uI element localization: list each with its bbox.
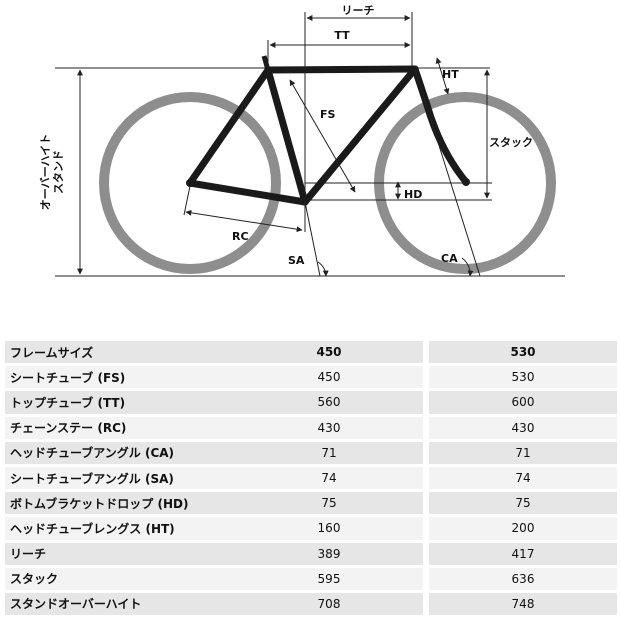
geometry-spec-table: フレームサイズ 450 530 シートチューブ (FS) 450 530 トップ… [5, 341, 617, 619]
row-value-450: 560 [235, 391, 423, 417]
table-row: スタック 595 636 [5, 567, 617, 593]
row-value-530: 417 [429, 542, 617, 568]
fs-dim-line [289, 79, 356, 193]
row-value-530: 636 [429, 567, 617, 593]
rc-dim-line [185, 209, 303, 233]
bike-frame [186, 65, 470, 206]
row-value-530: 430 [429, 416, 617, 442]
row-value-530: 74 [429, 466, 617, 493]
row-value-450: 71 [235, 441, 423, 467]
table-row: ボトムブラケットドロップ (HD) 75 75 [5, 492, 617, 518]
row-value-450: 389 [235, 542, 423, 568]
row-label: リーチ [5, 542, 235, 568]
standover-label-line1: スタンド [52, 150, 65, 194]
standover-label-line2: オーバーハイト [39, 134, 52, 210]
row-label: ヘッドチューブレングス (HT) [5, 517, 235, 543]
row-label: スタンドオーバーハイト [5, 592, 235, 619]
ca-label: CA [441, 252, 458, 265]
row-label: スタック [5, 567, 235, 593]
header-size-530: 530 [429, 341, 617, 367]
table-row: スタンドオーバーハイト 708 748 [5, 592, 617, 619]
row-value-450: 74 [235, 466, 423, 493]
header-label: フレームサイズ [5, 341, 235, 367]
table-header-row: フレームサイズ 450 530 [5, 341, 617, 367]
sa-arc [317, 261, 329, 277]
table-row: リーチ 389 417 [5, 542, 617, 568]
rc-ext-rear [183, 185, 191, 216]
row-label: ヘッドチューブアングル (CA) [5, 441, 235, 467]
front-axle [462, 178, 470, 186]
row-value-450: 595 [235, 567, 423, 593]
ca-ext [414, 68, 481, 277]
tt-label: TT [334, 29, 350, 42]
stack-label: スタック [489, 136, 533, 149]
row-label: ボトムブラケットドロップ (HD) [5, 492, 235, 518]
ht-label: HT [442, 68, 459, 81]
rear-axle [186, 179, 194, 187]
reach-label: リーチ [342, 4, 375, 17]
row-value-450: 160 [235, 517, 423, 543]
ca-arc [461, 257, 474, 277]
row-value-450: 430 [235, 416, 423, 442]
row-label: チェーンステー (RC) [5, 416, 235, 442]
ht-dim-line [435, 57, 450, 95]
seat-post [261, 55, 271, 71]
row-value-530: 75 [429, 492, 617, 518]
table-row: シートチューブ (FS) 450 530 [5, 366, 617, 392]
row-value-450: 708 [235, 592, 423, 619]
table-row: ヘッドチューブレングス (HT) 160 200 [5, 517, 617, 543]
table-row: シートチューブアングル (SA) 74 74 [5, 466, 617, 493]
row-label: トップチューブ (TT) [5, 391, 235, 417]
sa-label: SA [288, 254, 305, 267]
fs-label: FS [320, 108, 336, 121]
row-value-530: 748 [429, 592, 617, 619]
row-value-530: 530 [429, 366, 617, 392]
rc-label: RC [232, 230, 249, 243]
row-value-530: 71 [429, 441, 617, 467]
bike-geometry-diagram: リーチ TT HT FS スタック HD RC SA CA スタンド オーバーハ… [39, 4, 565, 277]
hd-label: HD [404, 188, 422, 201]
table-row: ヘッドチューブアングル (CA) 71 71 [5, 441, 617, 467]
row-value-450: 75 [235, 492, 423, 518]
table-row: チェーンステー (RC) 430 430 [5, 416, 617, 442]
row-value-530: 600 [429, 391, 617, 417]
row-value-450: 450 [235, 366, 423, 392]
row-value-530: 200 [429, 517, 617, 543]
table-row: トップチューブ (TT) 560 600 [5, 391, 617, 417]
row-label: シートチューブアングル (SA) [5, 466, 235, 493]
rear-wheel [99, 92, 281, 274]
header-size-450: 450 [235, 341, 423, 367]
row-label: シートチューブ (FS) [5, 366, 235, 392]
standover-label: スタンド オーバーハイト [39, 134, 65, 210]
sa-ext [304, 201, 321, 277]
